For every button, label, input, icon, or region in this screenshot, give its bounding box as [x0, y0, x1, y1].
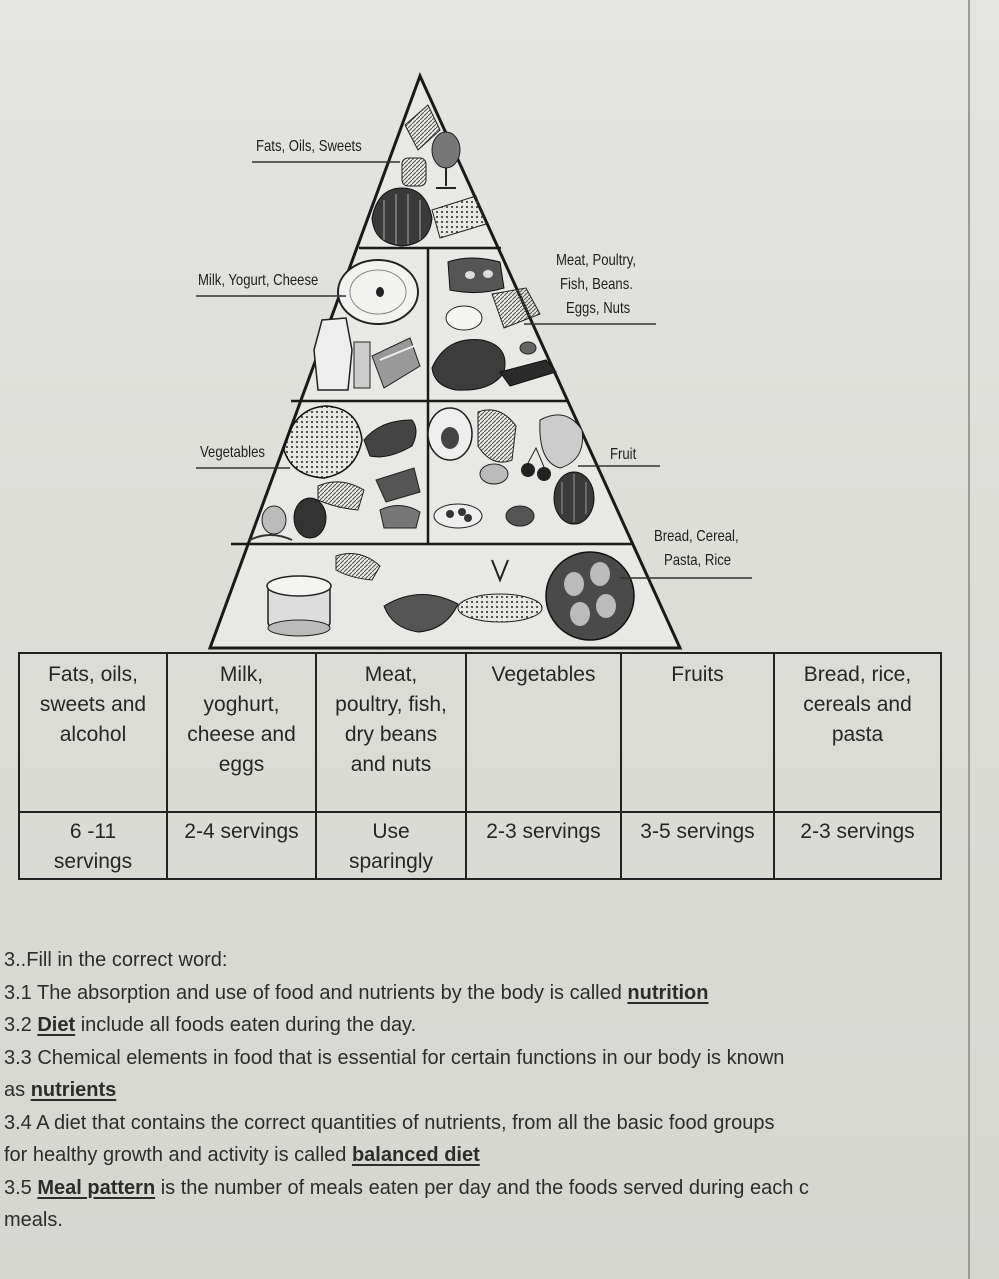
table-cell-servings-vegetables: 2-3 servings — [465, 811, 622, 880]
label-meat-line-2: Fish, Beans. — [560, 276, 633, 293]
answer-3-1: nutrition — [627, 981, 709, 1004]
question-3-4-line-2: for healthy growth and activity is calle… — [4, 1144, 480, 1166]
table-cell-group-vegetables: Vegetables — [465, 651, 622, 814]
answer-3-4: balanced diet — [351, 1144, 480, 1166]
grains-illustration — [266, 551, 635, 641]
question-3-5-line-2: meals. — [4, 1209, 63, 1231]
food-pyramid: Fats, Oils, Sweets Milk, Yogurt, Cheese … — [196, 72, 752, 650]
label-fruit: Fruit — [610, 446, 637, 463]
answer-3-2: Diet — [37, 1014, 76, 1036]
page-edge-line — [968, 0, 970, 1279]
label-meat-line-1: Meat, Poultry, — [556, 252, 636, 269]
label-milk-yogurt-cheese: Milk, Yogurt, Cheese — [198, 272, 319, 289]
question-3-5: 3.5 Meal pattern is the number of meals … — [4, 1176, 809, 1199]
table-cell-servings-fruits: 3-5 servings — [620, 811, 775, 880]
sweets-illustration — [371, 104, 487, 247]
fruit-illustration — [427, 407, 595, 529]
label-bread-line-2: Pasta, Rice — [664, 552, 732, 569]
question-3-3-line-1: 3.3 Chemical elements in food that is es… — [4, 1046, 785, 1069]
question-3-4-line-1: 3.4 A diet that contains the correct qua… — [4, 1111, 775, 1134]
question-3-3-line-2: as nutrients — [4, 1079, 117, 1101]
meat-illustration — [431, 257, 557, 391]
dairy-illustration — [313, 259, 421, 391]
questions-heading: 3..Fill in the correct word: — [4, 949, 228, 971]
vegetables-illustration — [249, 405, 421, 541]
fill-in-questions: 3..Fill in the correct word: 3.1 The abs… — [4, 944, 964, 1237]
food-pyramid-drawing — [196, 72, 752, 650]
label-bread-line-1: Bread, Cereal, — [654, 528, 739, 545]
answer-3-3: nutrients — [30, 1079, 117, 1101]
table-cell-servings-bread: 2-3 servings — [773, 811, 942, 880]
label-meat-line-3: Eggs, Nuts — [566, 300, 631, 317]
question-3-1: 3.1 The absorption and use of food and n… — [4, 981, 709, 1004]
label-vegetables: Vegetables — [200, 444, 265, 461]
label-fats-oils-sweets: Fats, Oils, Sweets — [256, 138, 362, 155]
question-3-2: 3.2 Diet include all foods eaten during … — [4, 1014, 417, 1036]
table-cell-group-fruits: Fruits — [620, 651, 775, 814]
answer-3-5: Meal pattern — [37, 1176, 156, 1199]
table-cell-servings-milk: 2-4 servings — [166, 811, 317, 880]
